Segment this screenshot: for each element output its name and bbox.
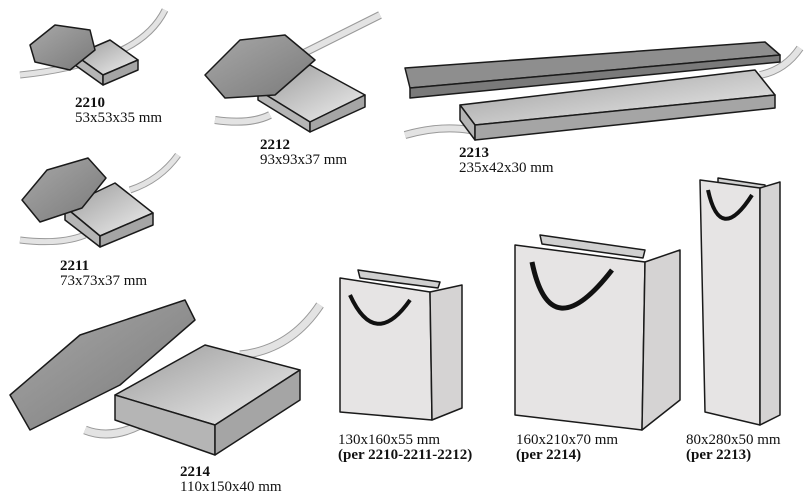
product-code: 2211 (60, 258, 90, 274)
box-2213-illustration (403, 41, 804, 141)
box-2210-illustration (19, 8, 169, 86)
product-2214-label: 2214 110x150x40 mm (180, 465, 282, 495)
bag-small-label: 130x160x55 mm (per 2210-2211-2212) (338, 433, 472, 463)
product-size: 235x42x30 mm (459, 160, 554, 176)
bag-tall-label: 80x280x50 mm (per 2213) (686, 433, 781, 463)
box-2214-illustration (9, 299, 324, 456)
product-2211-label: 2211 73x73x37 mm (60, 259, 147, 289)
bag-size: 80x280x50 mm (686, 432, 781, 448)
product-code: 2213 (459, 145, 489, 161)
product-code: 2210 (75, 95, 105, 111)
bag-medium-illustration (514, 234, 681, 431)
product-code: 2212 (260, 137, 290, 153)
bag-for: (per 2210-2211-2212) (338, 447, 473, 463)
bag-size: 130x160x55 mm (338, 432, 441, 448)
box-2212-illustration (204, 11, 382, 133)
product-2210-label: 2210 53x53x35 mm (75, 96, 162, 126)
bag-for: (per 2214) (516, 447, 582, 463)
product-size: 93x93x37 mm (260, 152, 348, 168)
product-size: 53x53x35 mm (75, 110, 163, 126)
bag-size: 160x210x70 mm (516, 432, 619, 448)
bag-small-illustration (339, 269, 463, 421)
product-2212-label: 2212 93x93x37 mm (260, 138, 347, 168)
product-size: 73x73x37 mm (60, 273, 148, 289)
bag-medium-label: 160x210x70 mm (per 2214) (516, 433, 618, 463)
product-size: 110x150x40 mm (180, 479, 282, 495)
product-code: 2214 (180, 464, 210, 480)
bag-tall-illustration (699, 177, 781, 426)
box-2211-illustration (19, 152, 181, 248)
product-2213-label: 2213 235x42x30 mm (459, 146, 554, 176)
bag-for: (per 2213) (686, 447, 752, 463)
